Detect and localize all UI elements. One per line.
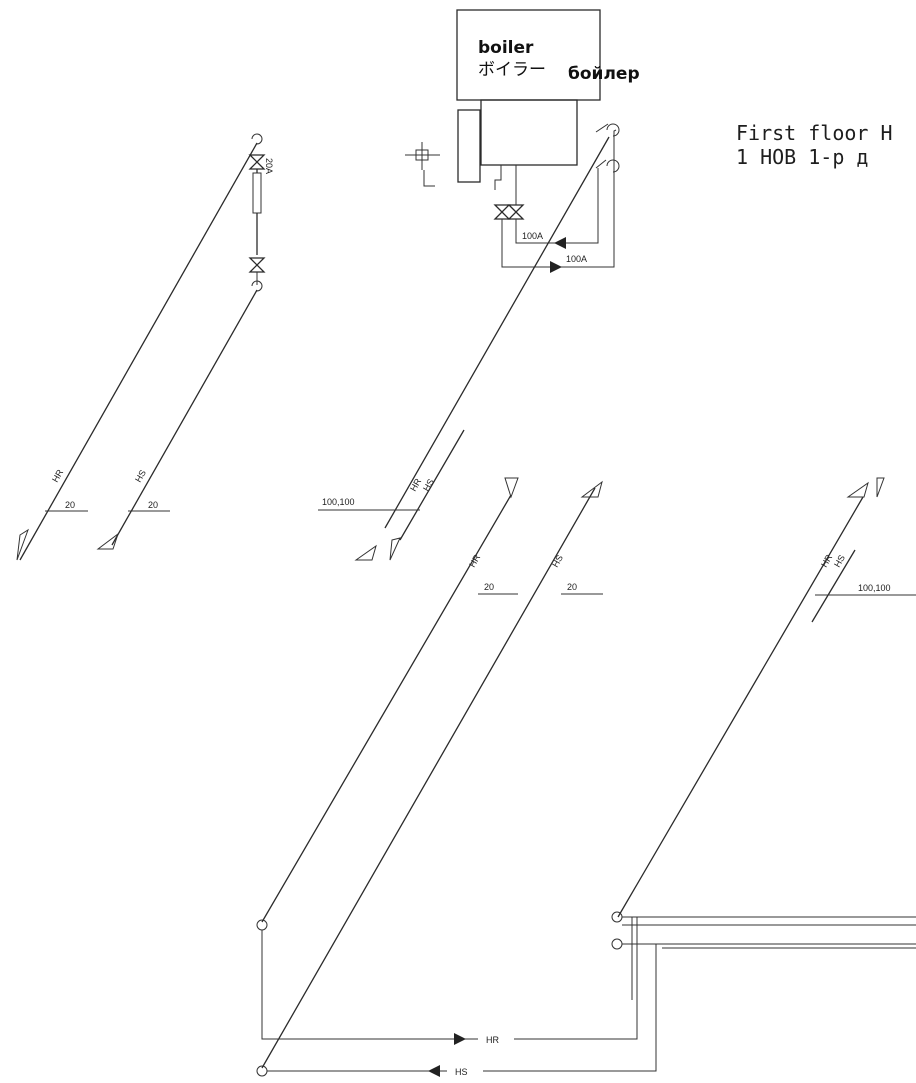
hs-pipe-line	[261, 487, 596, 1069]
hs-tag: HS	[550, 553, 565, 569]
hr-main-line	[384, 136, 610, 529]
gauge-fitting	[405, 142, 440, 187]
pipe-end-lines	[595, 123, 609, 169]
boiler-unit: boiler ボイラー бойлер 100A 100A	[405, 9, 640, 273]
hs-tag: HS	[133, 468, 148, 484]
boiler-connection-lines	[494, 165, 517, 205]
dim-20-hr-lower: 20	[484, 582, 494, 592]
hr-return-line	[261, 930, 638, 1040]
dim-20-hr: 20	[65, 500, 75, 510]
boiler-label-en: boiler	[478, 38, 534, 58]
boiler-loop-lines	[501, 129, 617, 268]
pipe-end-icon	[611, 911, 623, 923]
hs-pipe-line	[111, 289, 258, 546]
pipe-end-arrow-icon	[354, 544, 377, 561]
pipe-end-icon	[606, 159, 620, 173]
boiler-body	[480, 99, 578, 166]
hr-pipe-line	[261, 494, 512, 923]
flow-arrow-icon	[454, 1033, 466, 1045]
lower-left-loop: HR HS 20 20 HR HS	[256, 477, 657, 1078]
flow-arrow-icon	[554, 237, 566, 249]
dim-100-center: 100,100	[322, 497, 355, 507]
dim-100a-top: 100A	[522, 231, 543, 241]
strainer-body	[252, 172, 262, 214]
valve-icon	[507, 204, 525, 220]
label-mask	[478, 1032, 514, 1046]
pipe-end-arrow-icon	[580, 480, 603, 498]
pipe-end-icon	[606, 123, 620, 137]
left-riser: 20A HR HS 20 20	[16, 133, 274, 561]
hr-pipe-line	[19, 142, 258, 561]
valve-size-label: 20A	[264, 158, 274, 174]
valve-icon	[493, 204, 511, 220]
pipe-end-arrow-icon	[96, 532, 119, 550]
boiler-label-jp: ボイラー	[478, 60, 546, 80]
dim-20-hs-lower: 20	[567, 582, 577, 592]
flow-arrow-icon	[550, 261, 562, 273]
hr-tag: HR	[50, 467, 65, 484]
hs-tag: HS	[421, 477, 436, 493]
flow-arrow-icon	[428, 1065, 440, 1077]
drawing-title-line2: 1 HOB 1-р д	[736, 145, 868, 169]
hs-main-line	[399, 429, 465, 541]
pipe-end-icon	[251, 280, 263, 292]
dim-20-hs: 20	[148, 500, 158, 510]
pipe-end-icon	[611, 938, 623, 950]
right-riser: HR HS 100,100	[611, 477, 916, 1000]
pipe-end-arrow-icon	[389, 537, 401, 561]
dim-100-right: 100,100	[858, 583, 891, 593]
hr-flow-label: HR	[486, 1035, 499, 1045]
hr-tag: HR	[408, 476, 423, 493]
pipe-end-arrow-icon	[16, 528, 29, 561]
valve-icon	[248, 257, 266, 273]
center-riser: HR HS 100,100	[318, 136, 610, 561]
hs-flow-label: HS	[455, 1067, 468, 1077]
horizontal-header-lines	[622, 916, 916, 1000]
pipe-end-arrow-icon	[846, 481, 869, 498]
hr-main-line	[617, 496, 864, 918]
hr-tag: HR	[819, 552, 834, 569]
hs-supply-line	[267, 944, 657, 1072]
header-parallel-lines	[622, 924, 916, 949]
boiler-label-mn: бойлер	[568, 64, 640, 84]
burner-box	[457, 109, 481, 183]
drawing-title-line1: First floor H	[736, 121, 893, 145]
dim-100a-bottom: 100A	[566, 254, 587, 264]
hs-short-line	[811, 549, 856, 623]
pipe-end-arrow-icon	[876, 477, 885, 498]
valve-icon	[248, 154, 266, 170]
pipe-end-arrow-icon	[504, 477, 519, 499]
label-mask	[447, 1064, 483, 1078]
pipe-end-icon	[251, 133, 263, 145]
